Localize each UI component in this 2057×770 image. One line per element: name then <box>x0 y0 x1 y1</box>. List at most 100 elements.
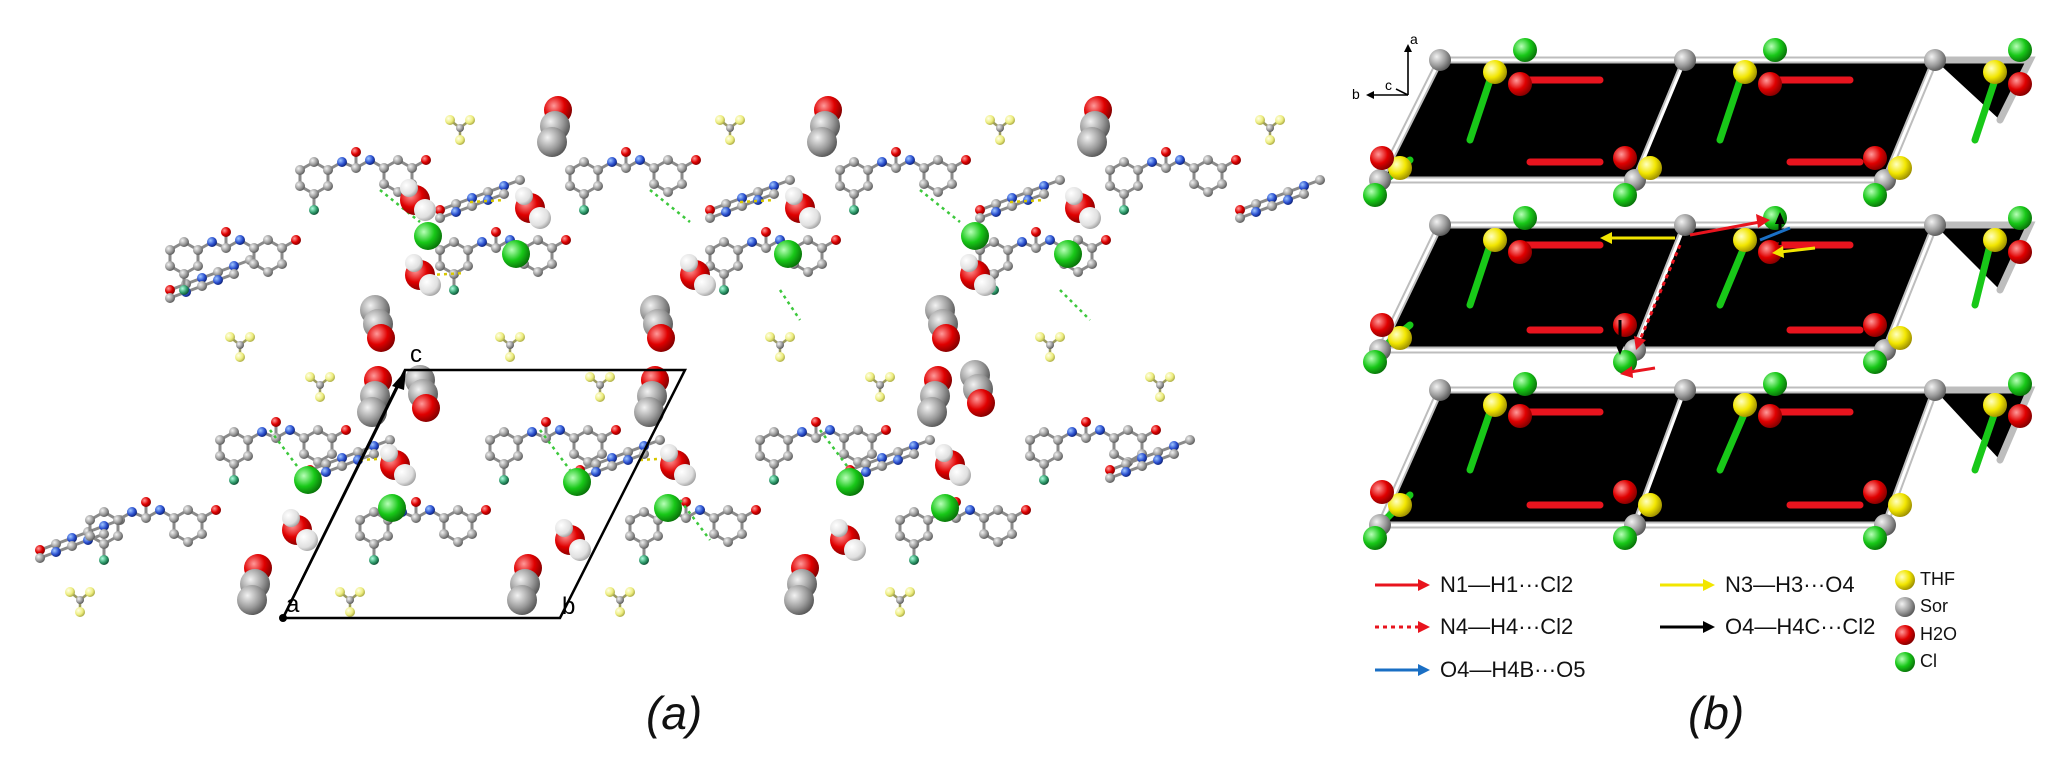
thf-molecule <box>960 360 995 417</box>
water-molecule <box>405 254 441 296</box>
water-molecule <box>400 179 436 221</box>
hydrogen-bond-line <box>679 499 711 541</box>
cf3-group <box>863 370 897 404</box>
molecule-fragment <box>703 225 843 297</box>
bond-legend <box>1375 579 1715 676</box>
chloride-ion <box>654 494 682 522</box>
chloride-ion <box>931 494 959 522</box>
cf3-group <box>1033 330 1067 364</box>
thf-molecule <box>640 295 675 352</box>
cf3-group <box>883 585 917 619</box>
chloride-ion <box>836 468 864 496</box>
network-edge-green <box>1466 241 1494 309</box>
cell-axis-label-c: c <box>410 341 422 368</box>
network-edge-green <box>1971 408 1999 474</box>
unit-cell-origin <box>279 614 287 622</box>
molecule-fragment <box>1023 415 1163 487</box>
cell-axis-label-a: a <box>286 591 300 618</box>
water-molecule <box>660 444 696 486</box>
cf3-group <box>983 113 1017 147</box>
cf3-group <box>493 330 527 364</box>
cf3-group <box>713 113 747 147</box>
molecule-fragment <box>163 225 303 297</box>
node-label-h2o: H2O <box>1920 624 1958 644</box>
network-edge-green <box>1466 408 1494 474</box>
node-legend <box>1895 570 1915 672</box>
cf3-group <box>1253 113 1287 147</box>
chloride-ion <box>1054 240 1082 268</box>
water-nodes <box>1370 72 2032 504</box>
thf-molecule <box>925 295 960 352</box>
cf3-group <box>223 330 257 364</box>
chloride-ion <box>774 240 802 268</box>
cf3-group <box>63 585 97 619</box>
molecule-fragment <box>353 495 493 567</box>
cf3-group <box>763 330 797 364</box>
molecule-fragment <box>833 145 973 217</box>
node-label-cl: Cl <box>1920 651 1937 671</box>
molecule-fragment <box>483 415 623 487</box>
pyridine-chain <box>163 253 257 305</box>
network-edge-green <box>1716 241 1749 309</box>
thf-nodes <box>1388 60 2007 517</box>
network-edge-green <box>1716 408 1749 474</box>
hydrogen-bond-line <box>469 198 506 204</box>
chloride-ion <box>294 466 322 494</box>
thf-molecule <box>537 96 572 157</box>
pyridine-chain <box>703 173 797 225</box>
water-molecule <box>380 444 416 486</box>
node-label-thf: THF <box>1920 569 1955 589</box>
hbond-arrows <box>1600 212 1816 378</box>
thf-molecule <box>807 96 842 157</box>
legend-label-o4-h4b-o5: O4—H4B···O5 <box>1440 657 1586 682</box>
chloride-ion <box>414 222 442 250</box>
thf-molecule <box>360 295 395 352</box>
pyridine-chain <box>973 173 1067 225</box>
panel-b-network-diagram: a b c <box>1352 31 2036 676</box>
hydrogen-bond-line <box>1059 289 1091 321</box>
chloride-ion <box>378 494 406 522</box>
cf3-group <box>603 585 637 619</box>
water-molecule <box>515 187 551 229</box>
water-molecule <box>1065 187 1101 229</box>
thf-molecule <box>634 366 669 427</box>
thf-molecule <box>357 366 392 427</box>
pyridine-chain <box>433 173 527 225</box>
thf-molecule <box>507 554 542 615</box>
pyridine-chain <box>1233 173 1327 225</box>
axis-indicator <box>1370 48 1409 96</box>
pyridine-chain <box>1103 433 1197 485</box>
cf3-group <box>583 370 617 404</box>
cl-nodes <box>1363 38 2032 550</box>
legend-label-n4-h4-cl2: N4—H4···Cl2 <box>1440 614 1574 639</box>
cell-axis-label-b: b <box>562 593 575 620</box>
chloride-ion <box>961 222 989 250</box>
hydrogen-bond-line <box>649 189 691 223</box>
network-edge-green <box>1971 241 1994 309</box>
molecule-fragment <box>1103 145 1243 217</box>
network-edge-green <box>1716 76 1744 144</box>
hydrogen-bond-line <box>539 429 571 471</box>
molecule-fragment <box>213 415 353 487</box>
thf-molecule <box>917 366 952 427</box>
hydrogen-bond-line <box>429 271 466 277</box>
hydrogen-bond-line <box>919 189 961 223</box>
molecule-fragment <box>753 415 893 487</box>
panel-a-packing-diagram: a b c <box>33 96 1327 622</box>
water-molecule <box>935 444 971 486</box>
chloride-ion <box>563 468 591 496</box>
hydrogen-bond-line <box>739 198 776 204</box>
hydrogen-bond-line <box>778 289 802 321</box>
hydrogen-bond-line <box>269 429 301 471</box>
water-molecule <box>555 519 591 561</box>
thf-molecule <box>405 365 440 422</box>
hydrogen-bond-line <box>819 429 851 471</box>
cf3-group <box>443 113 477 147</box>
hydrogen-bond-line <box>1009 198 1046 204</box>
chloride-ion <box>502 240 530 268</box>
water-molecule <box>282 509 318 551</box>
cf3-group <box>303 370 337 404</box>
hydrogen-bond-line <box>379 189 421 223</box>
node-label-sor: Sor <box>1920 596 1949 616</box>
